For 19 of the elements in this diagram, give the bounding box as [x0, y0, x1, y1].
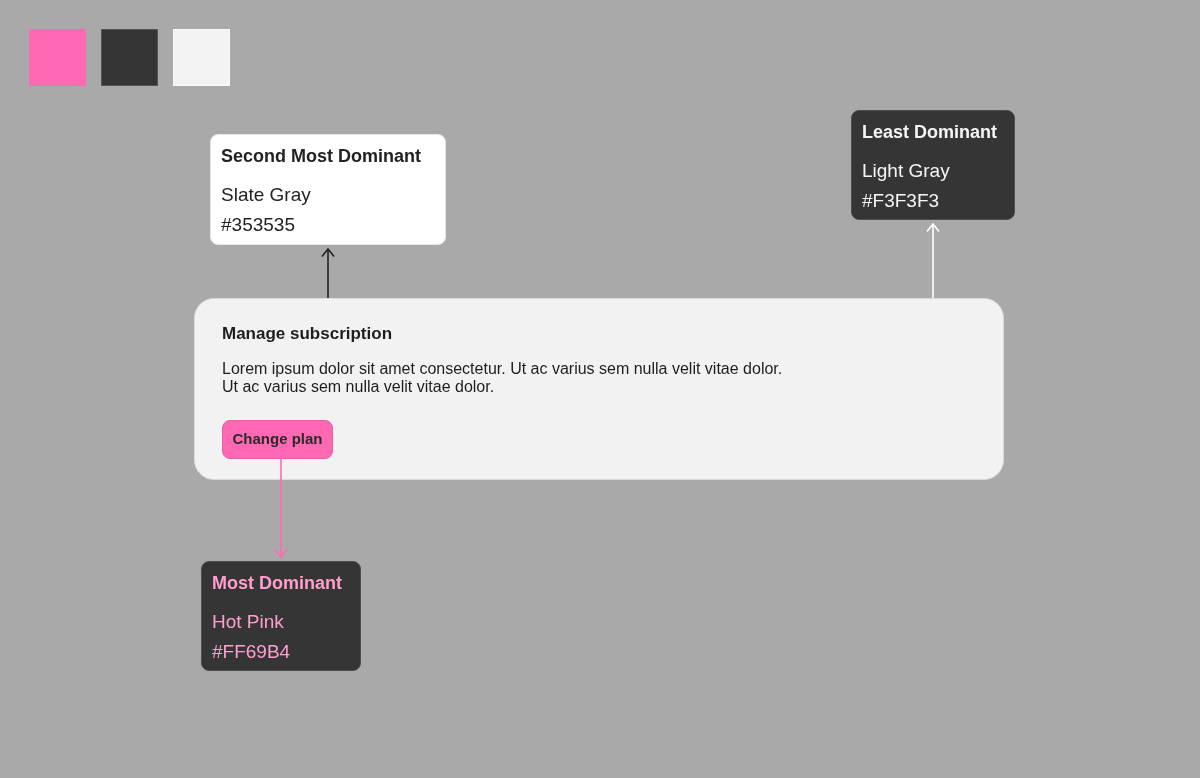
color-info-card — [851, 110, 1015, 220]
color-name: Hot Pink — [212, 610, 284, 634]
color-name: Slate Gray — [221, 183, 311, 207]
color-role-heading: Most Dominant — [212, 572, 342, 595]
arrow — [274, 457, 288, 558]
color-role-heading: Least Dominant — [862, 121, 998, 144]
subscription-card — [194, 298, 1004, 480]
hex-code: #353535 — [221, 213, 295, 237]
arrow — [321, 248, 335, 299]
hex-code: #F3F3F3 — [862, 189, 940, 213]
hex-code: #FF69B4 — [212, 640, 291, 664]
color-info-card — [210, 134, 446, 245]
arrow — [926, 223, 940, 299]
color-name: Light Gray — [862, 159, 950, 183]
body-text: Lorem ipsum dolor sit amet consectetur. Ut ac varius sem nulla velit vitae dolor. Ut ac varius sem nulla velit vitae dolor. — [222, 360, 784, 396]
color-info-card — [201, 561, 361, 671]
card-title: Manage subscription — [222, 323, 393, 345]
primary-button: Change plan — [222, 420, 333, 459]
color-role-heading: Second Most Dominant — [221, 145, 421, 168]
